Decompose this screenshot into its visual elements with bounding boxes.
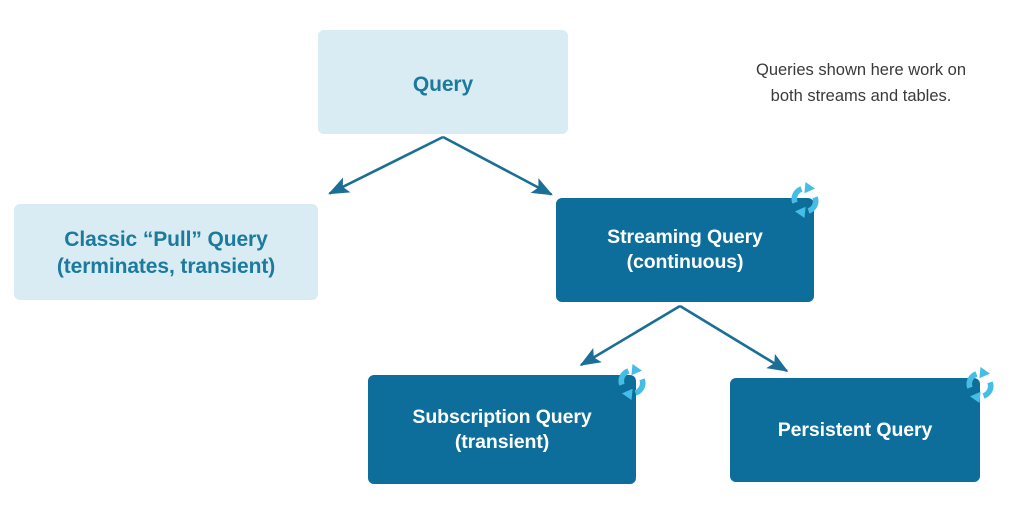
node-classic-pull-query-label: Classic “Pull” Query (terminates, transi…	[56, 228, 276, 278]
node-streaming-query-label: Streaming Query (continuous)	[607, 226, 763, 273]
node-persistent-query-label: Persistent Query	[777, 418, 933, 441]
node-subscription-query: Subscription Query (transient)	[368, 375, 636, 484]
node-persistent-query: Persistent Query	[730, 378, 980, 482]
node-query-label: Query	[412, 73, 474, 96]
node-classic-pull-query: Classic “Pull” Query (terminates, transi…	[14, 204, 318, 300]
edge-query-to-classic-pull-query	[328, 135, 444, 195]
edge-query-to-streaming-query	[442, 135, 553, 196]
node-subscription-query-label: Subscription Query (transient)	[412, 406, 592, 453]
refresh-loop-icon	[966, 367, 994, 403]
annotation-note: Queries shown here work on both streams …	[755, 61, 967, 105]
edge-streaming-query-to-subscription-query	[579, 304, 681, 367]
node-streaming-query: Streaming Query (continuous)	[556, 198, 814, 302]
node-query: Query	[318, 30, 568, 134]
refresh-loop-icon	[618, 364, 646, 400]
refresh-loop-icon	[791, 182, 819, 218]
edge-streaming-query-to-persistent-query	[679, 304, 789, 373]
